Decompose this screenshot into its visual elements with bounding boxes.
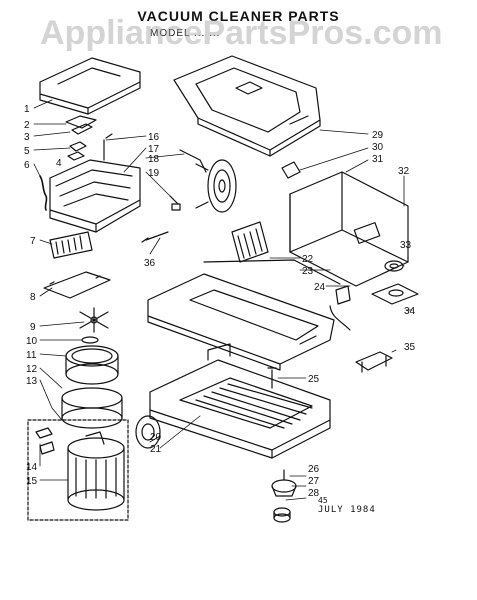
part-housing-frame — [49, 133, 141, 233]
callout-label: 29 — [372, 130, 384, 141]
callout-label: 22 — [302, 254, 314, 265]
part-washer — [81, 336, 99, 344]
callout-label: 25 — [308, 374, 320, 385]
part-motor-rings — [61, 345, 123, 429]
date-stamp: JULY 1984 — [318, 505, 376, 515]
part-top-frame — [147, 259, 341, 371]
callout-label: 30 — [372, 142, 384, 153]
part-top-housing — [173, 55, 321, 157]
callout-label: 23 — [302, 266, 314, 277]
leader-lines — [33, 99, 413, 501]
part-switch-assembly — [39, 115, 97, 211]
watermark: AppliancePartsPros.com — [40, 14, 443, 52]
callout-label: 11 — [26, 350, 37, 361]
part-filter-screen — [49, 231, 93, 259]
callout-label: 14 — [26, 462, 38, 473]
part-fan — [79, 307, 109, 333]
part-clip — [355, 351, 393, 373]
callout-label: 34 — [404, 306, 416, 317]
part-screw — [141, 231, 169, 243]
callout-label: 9 — [30, 322, 36, 333]
diagram-title: VACUUM CLEANER PARTS — [137, 8, 340, 24]
part-wheel — [135, 415, 161, 449]
callout-label: 1 — [24, 104, 30, 115]
callout-label: 13 — [26, 376, 38, 387]
callout-label: 17 — [148, 144, 160, 155]
callout-label: 36 — [144, 258, 156, 269]
diagram-subtitle: MODEL ... ... — [150, 28, 221, 39]
reference-code: 45 — [318, 496, 328, 505]
callout-label: 21 — [150, 444, 162, 455]
part-caster — [271, 469, 297, 523]
callout-label: 26 — [308, 464, 320, 475]
callout-numbers: 1 2 3 5 6 4 7 8 9 10 11 12 13 14 15 16 1… — [24, 104, 416, 499]
part-grille — [231, 221, 269, 263]
part-top-cover — [39, 57, 141, 115]
callout-label: 28 — [308, 488, 320, 499]
callout-label: 12 — [26, 364, 38, 375]
callout-label: 18 — [148, 154, 160, 165]
callout-label: 8 — [30, 292, 36, 303]
callout-label: 35 — [404, 342, 416, 353]
callout-label: 27 — [308, 476, 320, 487]
part-mounting-bracket — [43, 271, 111, 299]
callout-label: 33 — [400, 240, 412, 251]
callout-label: 10 — [26, 336, 38, 347]
callout-label: 5 — [24, 146, 30, 157]
callout-label: 7 — [30, 236, 36, 247]
callout-label: 32 — [398, 166, 410, 177]
callout-label: 6 — [24, 160, 30, 171]
part-dust-bag — [289, 171, 409, 287]
callout-label: 16 — [148, 132, 160, 143]
callout-label: 31 — [372, 154, 384, 165]
part-cord-reel — [169, 149, 237, 213]
callout-label: 2 — [24, 120, 30, 131]
part-base-canister — [149, 343, 331, 459]
callout-label: 19 — [148, 168, 160, 179]
callout-label: 3 — [24, 132, 30, 143]
callout-label: 15 — [26, 476, 38, 487]
part-switch — [329, 285, 351, 331]
callout-label: 24 — [314, 282, 326, 293]
part-bag-holder — [371, 260, 419, 305]
callout-label: 20 — [150, 432, 162, 443]
callout-label: 4 — [56, 158, 62, 169]
part-motor — [27, 419, 129, 521]
part-latch — [281, 161, 301, 179]
